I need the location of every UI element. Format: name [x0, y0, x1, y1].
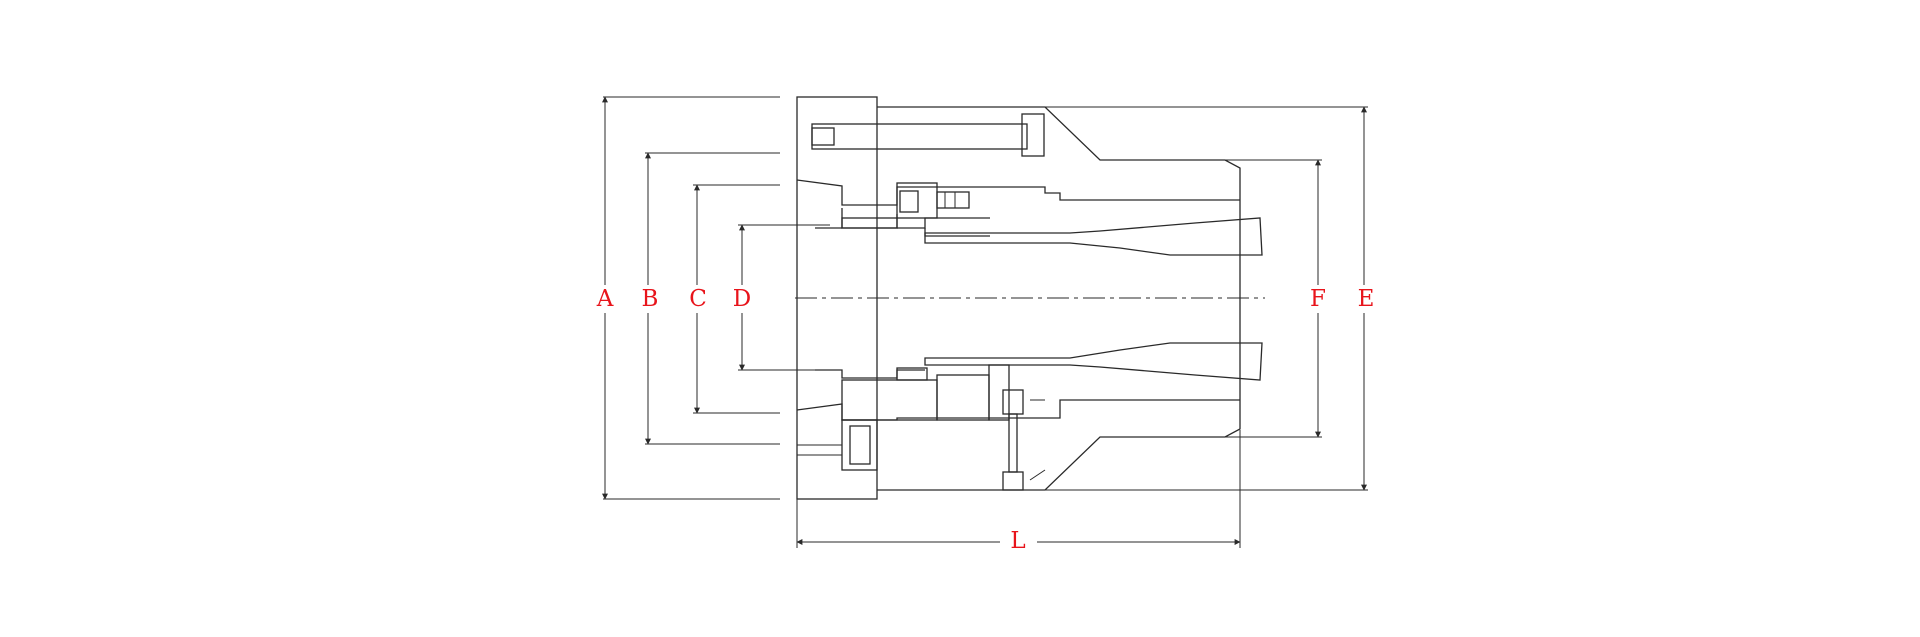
- dimension-label-l: L: [1010, 528, 1025, 554]
- dimension-label-e: E: [1358, 286, 1375, 312]
- dimension-lines: [602, 96, 1368, 548]
- lower-internal-mechanism: [796, 364, 1240, 491]
- dimension-label-d: D: [733, 286, 751, 312]
- upper-internal-mechanism: [796, 179, 1240, 237]
- dimension-labels: A B C D F E L: [596, 286, 1375, 554]
- top-clamp-bolt: [811, 113, 1045, 180]
- dimension-label-f: F: [1310, 286, 1326, 312]
- lower-collet-section: [924, 342, 1263, 381]
- upper-collet-section: [924, 217, 1263, 256]
- dimension-label-b: B: [642, 286, 659, 312]
- dimension-label-c: C: [689, 286, 707, 312]
- dimension-label-a: A: [596, 286, 614, 312]
